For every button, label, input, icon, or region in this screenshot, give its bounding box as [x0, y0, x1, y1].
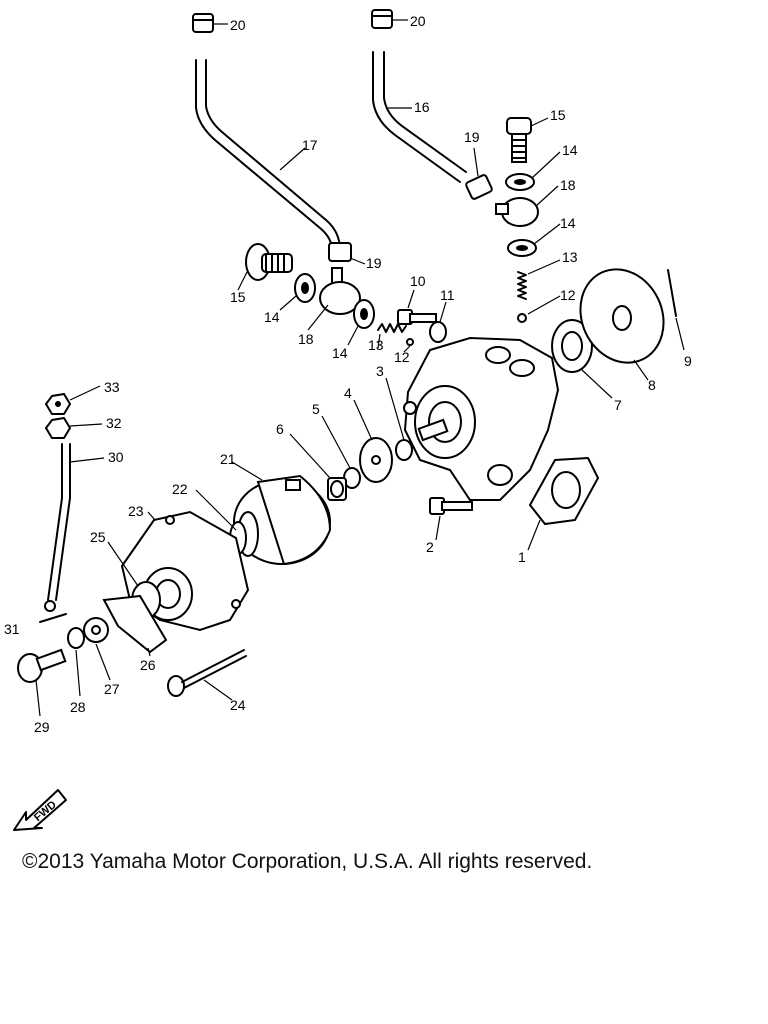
cap-20-right [371, 9, 408, 29]
label-20a: 20 [230, 17, 246, 33]
label-16: 16 [414, 99, 430, 115]
screw-29 [17, 648, 67, 683]
label-29: 29 [34, 719, 50, 735]
label-30: 30 [108, 449, 124, 465]
label-13a: 13 [562, 249, 578, 265]
label-13b: 13 [368, 337, 384, 353]
label-19b: 19 [366, 255, 382, 271]
plate-26 [102, 594, 168, 654]
union-bolt-15-right [506, 117, 532, 163]
label-26: 26 [140, 657, 156, 673]
pipe-17 [195, 59, 333, 251]
label-25: 25 [90, 529, 106, 545]
label-14c: 14 [264, 309, 280, 325]
nut-6 [327, 477, 347, 501]
label-21: 21 [220, 451, 236, 467]
washer-28 [67, 627, 85, 649]
label-22: 22 [172, 481, 188, 497]
label-7: 7 [614, 397, 622, 413]
nut-32 [44, 416, 72, 439]
label-10: 10 [410, 273, 426, 289]
cap-20-left [192, 13, 228, 33]
label-3: 3 [376, 363, 384, 379]
screw-24 [167, 649, 247, 697]
gasket-1 [528, 456, 600, 526]
copyright-text: ©2013 Yamaha Motor Corporation, U.S.A. A… [22, 850, 593, 873]
label-4: 4 [344, 385, 352, 401]
label-9: 9 [684, 353, 692, 369]
forward-arrow-icon: FWD [13, 789, 67, 831]
pin-31 [39, 613, 67, 623]
label-32: 32 [106, 415, 122, 431]
label-31: 31 [4, 621, 20, 637]
label-27: 27 [104, 681, 120, 697]
washer-11 [429, 321, 447, 343]
label-1: 1 [518, 549, 526, 565]
label-24: 24 [230, 697, 246, 713]
label-28: 28 [70, 699, 86, 715]
gear-8 [579, 268, 665, 364]
label-15b: 15 [230, 289, 246, 305]
label-8: 8 [648, 377, 656, 393]
label-15a: 15 [550, 107, 566, 123]
label-6: 6 [276, 421, 284, 437]
clip-19-right [465, 174, 493, 200]
washer-3 [395, 439, 413, 461]
nut-33 [44, 392, 72, 415]
label-12b: 12 [394, 349, 410, 365]
cable-30 [47, 443, 63, 601]
exploded-parts-diagram: 20 20 16 17 15 14 19 18 14 13 12 19 15 1… [4, 9, 692, 735]
bolt-10 [397, 309, 437, 325]
spring-13-right [517, 271, 527, 300]
label-20b: 20 [410, 13, 426, 29]
bolt-2 [429, 497, 473, 515]
label-19a: 19 [464, 129, 480, 145]
clip-19-left [328, 242, 352, 262]
union-bolt-15-left [245, 243, 293, 281]
main-housing [403, 336, 560, 501]
label-14b: 14 [560, 215, 576, 231]
label-14d: 14 [332, 345, 348, 361]
label-14a: 14 [562, 142, 578, 158]
label-23: 23 [128, 503, 144, 519]
spring-13-left [377, 323, 407, 333]
pin-9 [667, 269, 677, 317]
union-18-left [319, 267, 361, 315]
label-33: 33 [104, 379, 120, 395]
label-17: 17 [302, 137, 318, 153]
label-12a: 12 [560, 287, 576, 303]
label-11: 11 [440, 287, 455, 303]
oil-seal-7 [551, 319, 593, 373]
label-2: 2 [426, 539, 434, 555]
label-18b: 18 [298, 331, 314, 347]
label-18a: 18 [560, 177, 576, 193]
pipe-16 [372, 51, 461, 183]
label-5: 5 [312, 401, 320, 417]
